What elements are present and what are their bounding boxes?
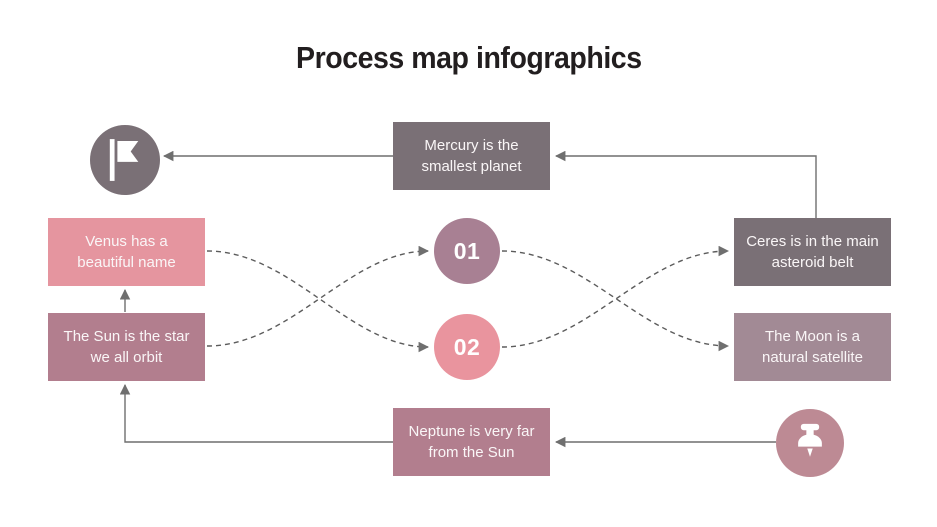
flag-badge [90, 125, 160, 195]
pin-badge [776, 409, 844, 477]
node-mercury-label: Mercury is the smallest planet [421, 137, 522, 175]
node-venus: Venus has a beautiful name [48, 218, 205, 286]
node-moon: The Moon is a natural satellite [734, 313, 891, 381]
connector-venus-to-02 [206, 250, 430, 353]
step-circle-02: 02 [434, 314, 500, 380]
page-title: Process map infographics [0, 40, 937, 76]
step-02-number: 02 [453, 333, 481, 360]
node-neptune: Neptune is very far from the Sun [393, 408, 550, 476]
node-sun: The Sun is the star we all orbit [48, 313, 205, 381]
flag-icon [106, 137, 144, 183]
connector-01-to-moon [501, 250, 730, 352]
node-ceres-label: Ceres is in the main asteroid belt [746, 233, 879, 271]
node-neptune-label: Neptune is very far from the Sun [408, 423, 535, 461]
node-moon-label: The Moon is a natural satellite [762, 328, 863, 366]
connector-02-to-ceres [501, 245, 730, 348]
pin-icon [793, 422, 827, 464]
connector-neptune-to-sun [119, 383, 393, 443]
node-ceres: Ceres is in the main asteroid belt [734, 218, 891, 286]
page-title-text: Process map infographics [295, 40, 642, 75]
connector-sun-to-01 [206, 245, 430, 347]
node-venus-label: Venus has a beautiful name [77, 233, 176, 271]
connector-ceres-to-mercury [554, 150, 817, 218]
node-mercury: Mercury is the smallest planet [393, 122, 550, 190]
step-01-number: 01 [453, 237, 481, 264]
step-circle-01: 01 [434, 218, 500, 284]
node-sun-label: The Sun is the star we all orbit [63, 328, 190, 366]
